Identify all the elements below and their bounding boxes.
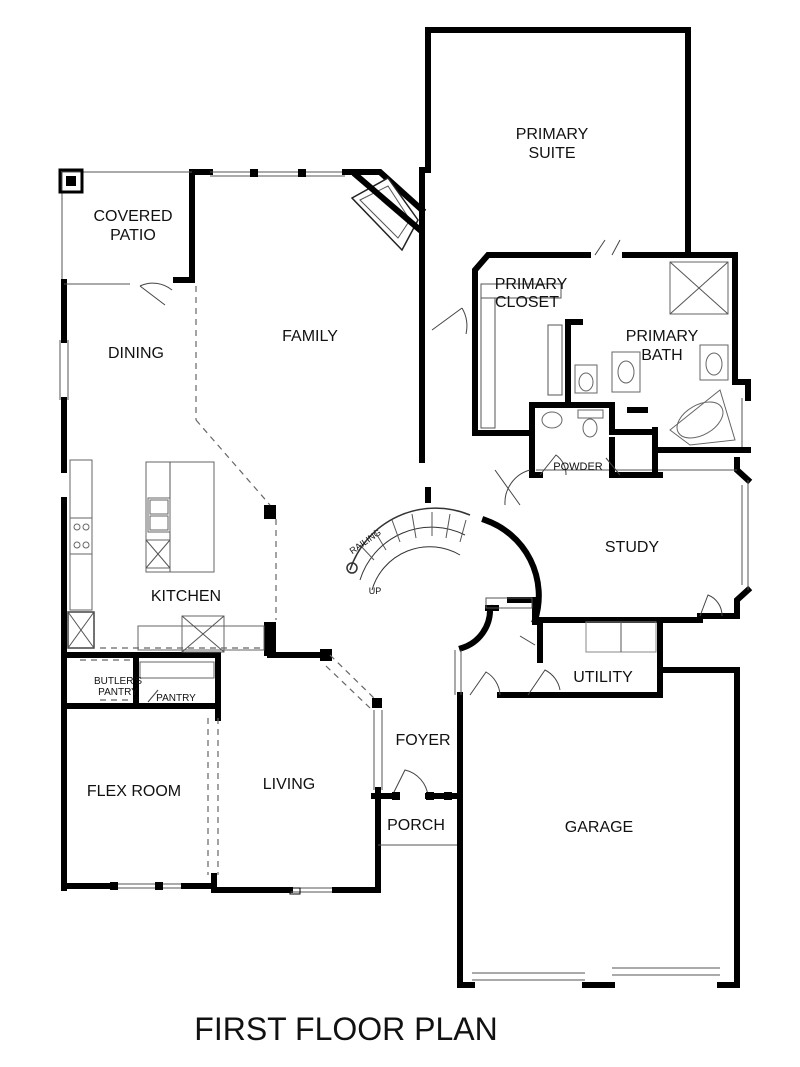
- utility-label: UTILITY: [573, 669, 633, 686]
- shower: [669, 261, 729, 315]
- curved-staircase: [346, 507, 533, 609]
- fireplace: [350, 177, 419, 252]
- porch-label: PORCH: [387, 817, 445, 834]
- kitchen-label: KITCHEN: [151, 588, 221, 605]
- covered-patio-label-line2: PATIO: [110, 227, 156, 244]
- open-boundaries: [80, 286, 277, 875]
- study-label: STUDY: [605, 539, 660, 556]
- covered-patio-label-line1: COVERED: [93, 208, 172, 225]
- primary-closet-label-line1: PRIMARY: [495, 276, 568, 293]
- butlers-pantry-label-line2: PANTRY: [98, 687, 138, 698]
- dining-label: DINING: [108, 345, 164, 362]
- railing-label: RAILING: [348, 527, 383, 556]
- living-label: LIVING: [263, 776, 315, 793]
- primary-bath-label-line1: PRIMARY: [626, 328, 699, 345]
- garage-label: GARAGE: [565, 819, 633, 836]
- bathtub: [669, 389, 736, 446]
- butlers-pantry-label-line1: BUTLER'S: [94, 676, 142, 687]
- flex-room-label: FLEX ROOM: [87, 783, 181, 800]
- kitchen-fixtures: [67, 459, 265, 679]
- primary-suite-wall: [425, 27, 691, 258]
- plan-title: FIRST FLOOR PLAN: [194, 1011, 497, 1047]
- pantry-label: PANTRY: [156, 693, 196, 704]
- primary-bath-label-line2: BATH: [641, 347, 682, 364]
- primary-closet-label-line2: CLOSET: [495, 294, 559, 311]
- refrigerator: [67, 611, 95, 649]
- walls: [58, 27, 753, 988]
- powder-label: POWDER: [553, 461, 603, 473]
- foyer-label: FOYER: [395, 732, 450, 749]
- stair-up-label: UP: [369, 586, 382, 596]
- family-label: FAMILY: [282, 328, 338, 345]
- doors: [139, 239, 723, 800]
- kitchen-island: [145, 461, 215, 573]
- cooktop: [69, 517, 93, 555]
- primary-suite-label-line1: PRIMARY: [516, 126, 589, 143]
- primary-suite-label-line2: SUITE: [528, 145, 575, 162]
